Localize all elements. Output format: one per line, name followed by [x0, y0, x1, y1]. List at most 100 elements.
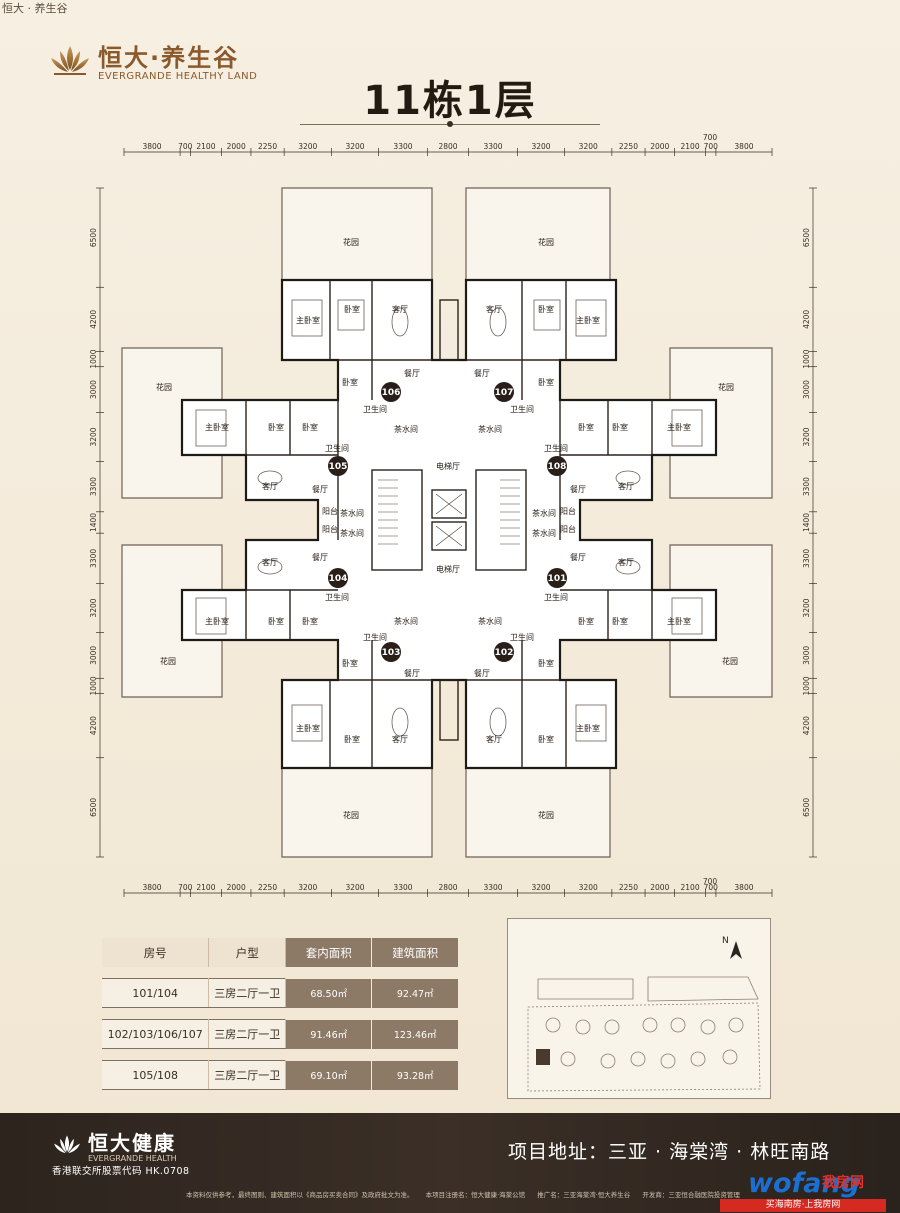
- unit-area-table: 房号 户型 套内面积 建筑面积 101/104 三房二厅一卫 68.50㎡ 92…: [102, 938, 459, 1090]
- room-label-dining: 餐厅: [312, 485, 328, 494]
- room-label-garden: 花园: [343, 237, 359, 247]
- room-label-dining: 餐厅: [404, 369, 420, 378]
- unit-badge-106: 106: [381, 382, 401, 402]
- room-label-bedroom: 卧室: [344, 734, 360, 744]
- dimension-label: 2100: [196, 142, 215, 151]
- room-label-tea: 茶水间: [394, 424, 418, 434]
- north-arrow-icon: N: [722, 936, 742, 959]
- svg-text:101: 101: [548, 574, 567, 584]
- room-label-bath: 卫生间: [325, 592, 349, 602]
- room-label-bedroom: 卧室: [342, 377, 358, 387]
- dimension-label: 2800: [438, 142, 457, 151]
- room-label-living: 客厅: [486, 304, 502, 314]
- table-cell: 三房二厅一卫: [208, 1060, 287, 1090]
- dimension-label: 3300: [89, 477, 98, 496]
- disclaimer: 本资料仅供参考，最终图则、建筑面积以《商品房买卖合同》及政府批文为准。 本项目注…: [186, 1189, 900, 1199]
- table-cell: 105/108: [102, 1060, 210, 1090]
- room-label-bath: 卫生间: [510, 632, 534, 642]
- room-label-lift-hall: 电梯厅: [436, 461, 460, 471]
- room-label-bedroom: 卧室: [342, 658, 358, 668]
- room-label-bedroom: 卧室: [578, 616, 594, 626]
- dimension-label: 6500: [89, 798, 98, 817]
- garden-right-bottom: [669, 544, 773, 698]
- dimension-label: 700: [703, 877, 718, 886]
- dimension-label: 2100: [681, 142, 700, 151]
- watermark-subtext: 我房网: [822, 1175, 864, 1191]
- dimension-label: 3200: [531, 142, 550, 151]
- room-label-living: 客厅: [392, 734, 408, 744]
- dimension-label: 2100: [681, 883, 700, 892]
- room-label-master: 主卧室: [205, 616, 229, 626]
- svg-text:N: N: [722, 936, 729, 946]
- room-label-bedroom: 卧室: [612, 422, 628, 432]
- table-cell: 68.50㎡: [285, 978, 373, 1008]
- table-cell: 92.47㎡: [371, 978, 459, 1008]
- room-label-master: 主卧室: [296, 723, 320, 733]
- dimension-label: 3200: [802, 427, 811, 446]
- dimension-label: 4200: [802, 716, 811, 735]
- room-label-tea: 茶水间: [478, 424, 502, 434]
- page-title: 11栋1层: [363, 78, 537, 124]
- room-label-bedroom: 卧室: [538, 377, 554, 387]
- dimension-label: 3200: [531, 883, 550, 892]
- dimension-label: 6500: [89, 228, 98, 247]
- garden-top-right: [465, 187, 611, 281]
- dimension-label: 1400: [89, 513, 98, 532]
- room-label-bedroom: 卧室: [578, 422, 594, 432]
- dimension-label: 3200: [345, 883, 364, 892]
- dimension-label: 2250: [258, 142, 277, 151]
- disclaimer-text: 开发商：三亚恒合融医院投资管理: [642, 1191, 740, 1199]
- watermark-slogan: 买海南房·上我房网: [720, 1199, 886, 1212]
- room-label-bath: 卫生间: [363, 404, 387, 414]
- room-label-master: 主卧室: [667, 422, 691, 432]
- room-label-living: 客厅: [392, 304, 408, 314]
- dimension-label: 700: [703, 133, 718, 142]
- room-label-garden: 花园: [718, 382, 734, 392]
- room-label-master: 主卧室: [667, 616, 691, 626]
- table-row: 101/104 三房二厅一卫 68.50㎡ 92.47㎡: [102, 978, 459, 1008]
- room-label-balcony: 阳台: [560, 506, 576, 516]
- room-label-bath: 卫生间: [544, 592, 568, 602]
- dimension-label: 2250: [619, 883, 638, 892]
- room-label-garden: 花园: [538, 237, 554, 247]
- room-label-living: 客厅: [262, 481, 278, 491]
- room-label-bedroom: 卧室: [612, 616, 628, 626]
- brand-name-en: EVERGRANDE HEALTHY LAND: [98, 71, 258, 82]
- unit-badge-107: 107: [494, 382, 514, 402]
- brand-logo: 恒大·养生谷 EVERGRANDE HEALTHY LAND: [48, 38, 257, 82]
- corner-label: 恒大 · 养生谷: [2, 2, 68, 15]
- table-cell: 123.46㎡: [371, 1019, 459, 1049]
- room-label-bath: 卫生间: [544, 443, 568, 453]
- gardens: [121, 187, 773, 858]
- dimension-label: 2800: [438, 883, 457, 892]
- disclaimer-text: 本项目注册名：恒大健康·海棠公馆: [425, 1191, 526, 1199]
- svg-text:107: 107: [495, 388, 514, 398]
- stock-code: 香港联交所股票代码 HK.0708: [52, 1166, 190, 1177]
- dimension-label: 3200: [802, 598, 811, 617]
- room-label-dining: 餐厅: [474, 669, 490, 678]
- room-labels: 花园 花园 花园 花园 花园 花园 花园 花园 主卧室 主卧室 主卧室 主卧室 …: [156, 237, 738, 820]
- room-label-bedroom: 卧室: [344, 304, 360, 314]
- room-label-dining: 餐厅: [312, 553, 328, 562]
- dimension-label: 700: [178, 142, 193, 151]
- dimension-label: 3300: [483, 883, 502, 892]
- table-cell: 91.46㎡: [285, 1019, 373, 1049]
- dimension-label: 3300: [483, 142, 502, 151]
- unit-badge-102: 102: [494, 642, 514, 662]
- room-label-garden: 花园: [722, 656, 738, 666]
- watermark-logo: wofang 我房网 买海南房·上我房网: [718, 1168, 898, 1213]
- dimension-label: 3800: [142, 883, 161, 892]
- dimension-label: 3000: [89, 380, 98, 399]
- dimension-label: 1400: [802, 513, 811, 532]
- dimension-label: 2000: [650, 142, 669, 151]
- title-divider-dot: [447, 121, 453, 127]
- room-label-master: 主卧室: [576, 723, 600, 733]
- watermark-text: wofang: [748, 1168, 861, 1199]
- room-label-dining: 餐厅: [570, 485, 586, 494]
- table-header-cell: 房号: [102, 938, 210, 967]
- room-label-dining: 餐厅: [474, 369, 490, 378]
- room-label-garden: 花园: [156, 382, 172, 392]
- dimension-label: 3800: [734, 142, 753, 151]
